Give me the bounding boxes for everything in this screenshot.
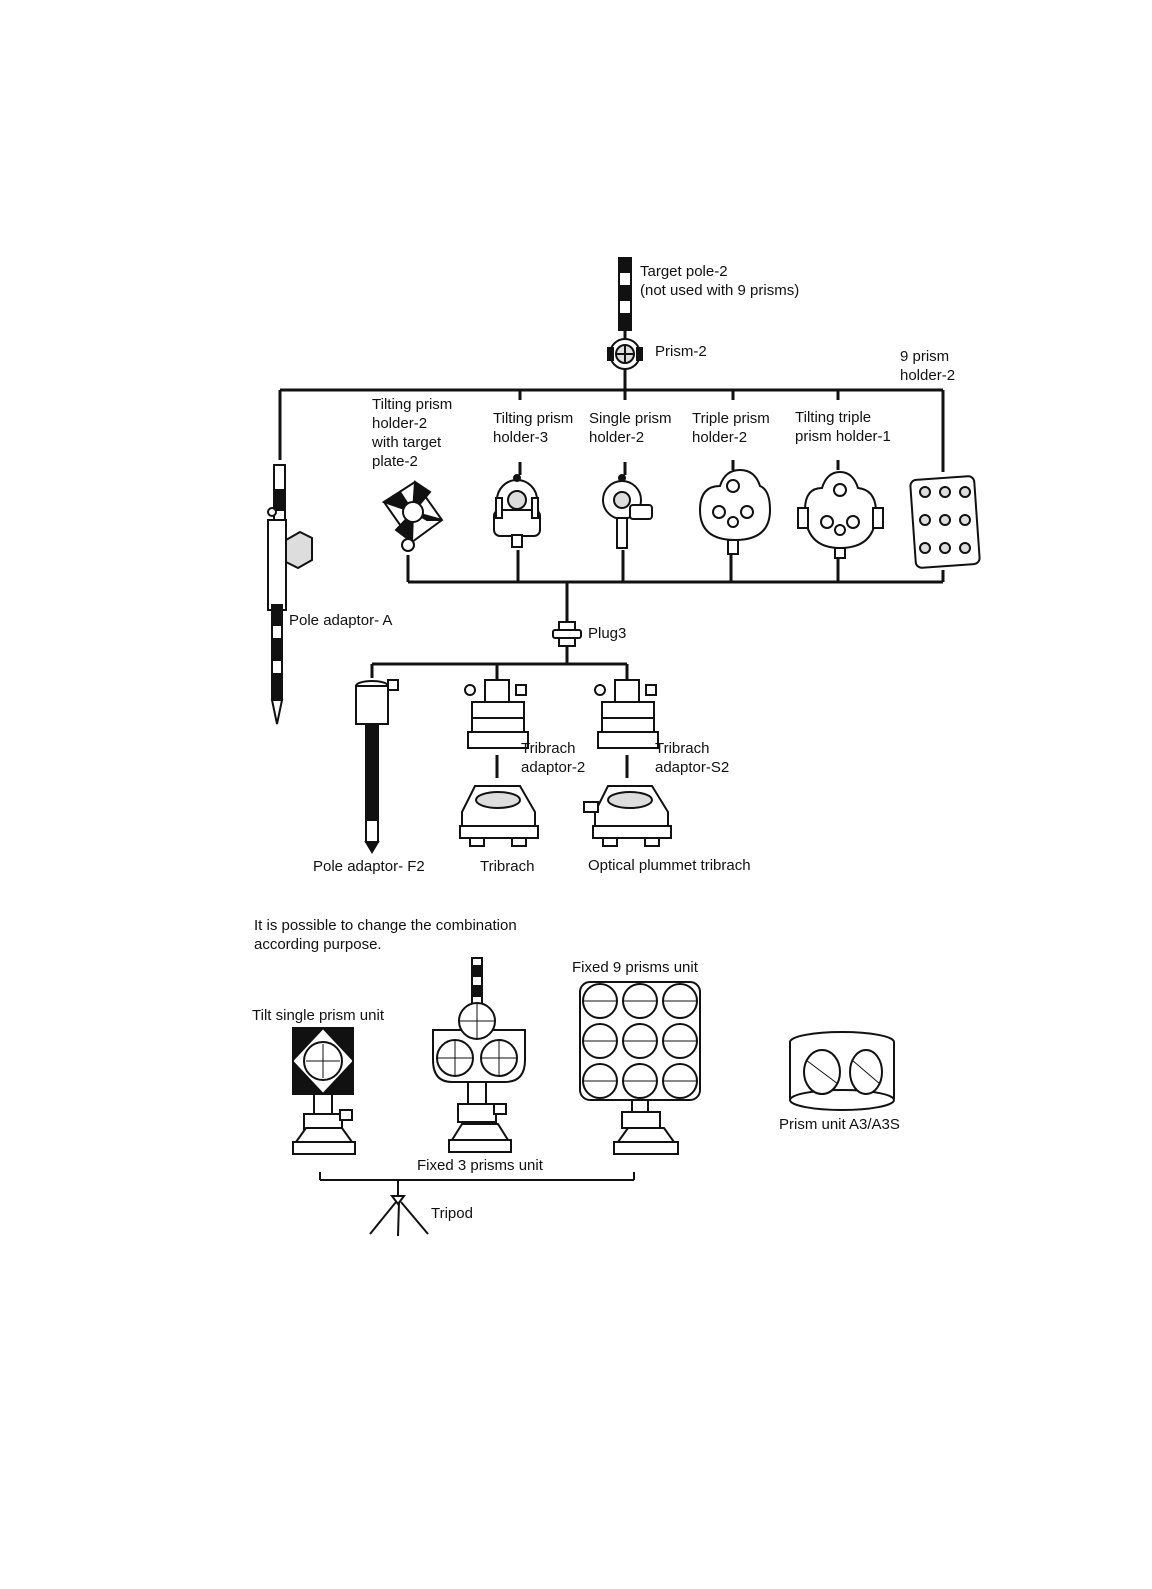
label-tilting-holder2: Tilting prism holder-2 with target plate… xyxy=(372,396,453,470)
label-tilting-triple: Tilting triple prism holder-1 xyxy=(795,409,891,445)
a3-unit-illustration xyxy=(789,1031,895,1111)
tilting-holder2-illustration xyxy=(381,480,444,552)
tribrach-adaptor2-illustration xyxy=(464,679,529,749)
nine-holder-illustration xyxy=(909,475,981,569)
tribrach-adaptor-s2-illustration xyxy=(594,679,659,749)
label-nine-holder: 9 prism holder-2 xyxy=(900,348,956,384)
label-triple-holder2: Triple prism holder-2 xyxy=(692,410,770,446)
label-plug3: Plug3 xyxy=(588,625,627,642)
label-a3: Prism unit A3/A3S xyxy=(779,1116,900,1133)
label-prism2: Prism-2 xyxy=(655,343,707,360)
combination-note: It is possible to change the combination… xyxy=(254,917,517,953)
prism-illustration xyxy=(607,338,643,370)
tripod-illustration xyxy=(369,1195,429,1237)
connector-lines xyxy=(278,330,945,778)
label-pole-adaptor-f2: Pole adaptor- F2 xyxy=(313,858,425,875)
label-pole-adaptor-a: Pole adaptor- A xyxy=(289,612,393,629)
label-tribrach-adaptor2: Tribrach adaptor-2 xyxy=(521,740,586,776)
pole-adaptor-a-illustration xyxy=(267,464,313,725)
tilting-holder3-illustration xyxy=(493,474,541,548)
label-tilting-holder3: Tilting prism holder-3 xyxy=(493,410,574,446)
label-tribrach-adaptor-s2: Tribrach adaptor-S2 xyxy=(655,740,730,776)
fixed9-unit-illustration xyxy=(579,981,701,1155)
pole-adaptor-f2-illustration xyxy=(355,679,399,854)
target-pole-illustration xyxy=(618,257,632,331)
label-tribrach: Tribrach xyxy=(480,858,535,875)
label-tilt-single: Tilt single prism unit xyxy=(252,1007,384,1024)
label-target-pole: Target pole-2 (not used with 9 prisms) xyxy=(640,263,800,299)
plug3-illustration xyxy=(552,621,582,647)
single-holder2-illustration xyxy=(602,474,653,549)
tribrach-illustration xyxy=(459,785,539,847)
label-fixed3: Fixed 3 prisms unit xyxy=(417,1157,543,1174)
fixed3-unit-illustration xyxy=(432,957,526,1153)
tripod-bracket xyxy=(319,1172,635,1196)
label-single-holder2: Single prism holder-2 xyxy=(589,410,672,446)
tilt-single-unit-illustration xyxy=(292,1027,356,1155)
triple-holder2-illustration xyxy=(698,468,772,555)
label-tripod: Tripod xyxy=(431,1205,473,1222)
label-optical-tribrach: Optical plummet tribrach xyxy=(588,857,751,874)
label-fixed9: Fixed 9 prisms unit xyxy=(572,959,698,976)
tilting-triple-illustration xyxy=(797,470,884,559)
optical-tribrach-illustration xyxy=(583,785,672,847)
